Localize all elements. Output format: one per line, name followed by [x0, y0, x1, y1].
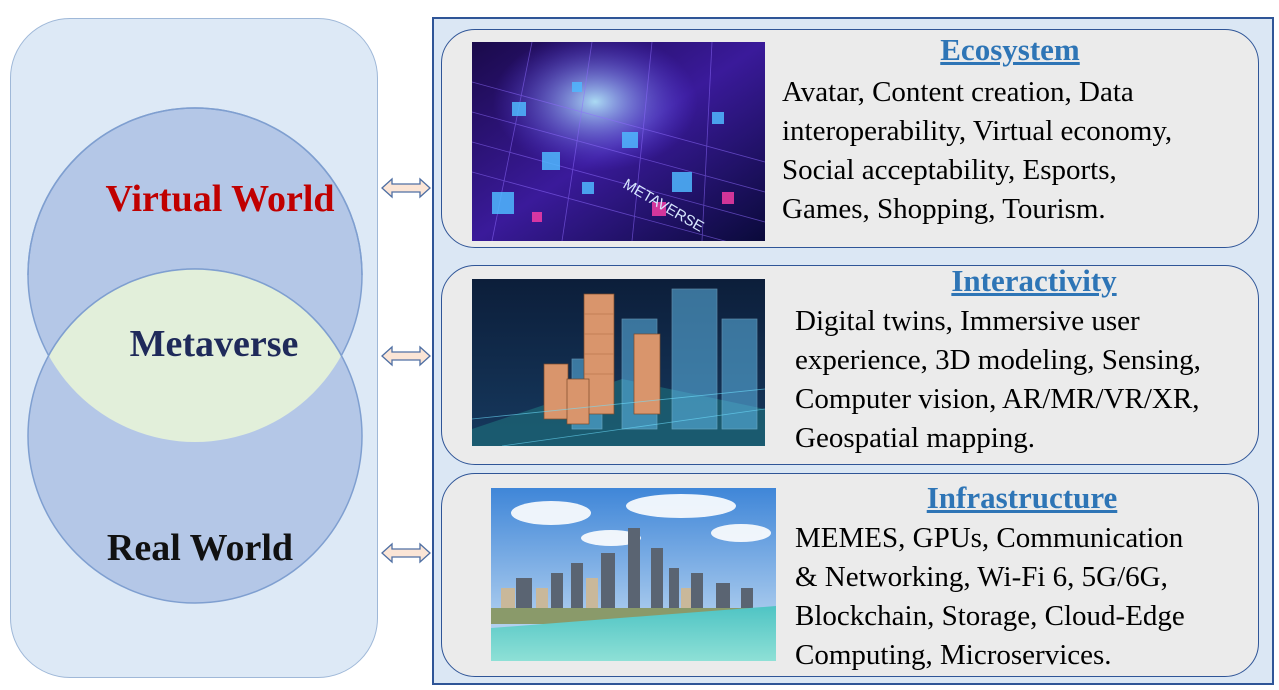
infrastructure-text: MEMES, GPUs, Communication & Networking,… [795, 519, 1185, 675]
metaverse-lens [28, 268, 362, 442]
double-arrow-icon [381, 345, 431, 367]
infrastructure-line: & Networking, Wi-Fi 6, 5G/6G, [795, 561, 1168, 593]
infrastructure-line: MEMES, GPUs, Communication [795, 522, 1184, 554]
virtual-world-label: Virtual World [105, 178, 335, 220]
ecosystem-text: Avatar, Content creation, Data interoper… [782, 73, 1172, 229]
interactivity-line: Digital twins, Immersive user [795, 305, 1140, 337]
metaverse-image: METAVERSE [472, 42, 765, 241]
interactivity-line: experience, 3D modeling, Sensing, [795, 344, 1201, 376]
infrastructure-line: Blockchain, Storage, Cloud-Edge [795, 600, 1185, 632]
ecosystem-line: Social acceptability, Esports, [782, 154, 1117, 186]
ecosystem-line: Avatar, Content creation, Data [782, 76, 1134, 108]
interactivity-title: Interactivity [951, 263, 1117, 298]
venn-diagram [27, 107, 363, 604]
metaverse-label: Metaverse [129, 323, 299, 365]
ecosystem-line: interoperability, Virtual economy, [782, 115, 1173, 147]
interactivity-line: Computer vision, AR/MR/VR/XR, [795, 383, 1200, 415]
infrastructure-line: Computing, Microservices. [795, 639, 1112, 671]
interactivity-line: Geospatial mapping. [795, 422, 1036, 454]
ecosystem-line: Games, Shopping, Tourism. [782, 193, 1106, 225]
infrastructure-title: Infrastructure [926, 480, 1118, 515]
ecosystem-title: Ecosystem [940, 32, 1080, 67]
double-arrow-icon [381, 542, 431, 564]
digital-city-image [472, 279, 765, 446]
double-arrow-icon [381, 177, 431, 199]
real-world-label: Real World [106, 527, 294, 569]
city-skyline-image [491, 488, 776, 661]
interactivity-text: Digital twins, Immersive user experience… [795, 302, 1201, 458]
